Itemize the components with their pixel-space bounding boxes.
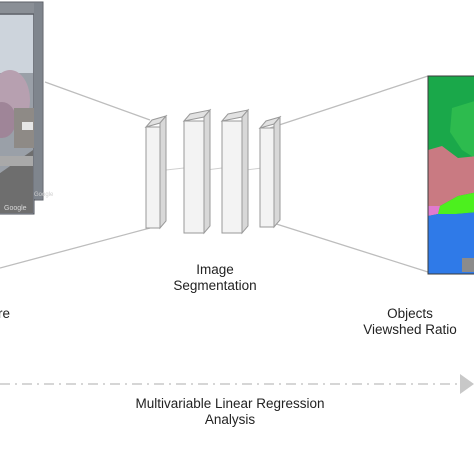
segmentation-label-line1: Image xyxy=(196,262,234,277)
regression-arrow-head xyxy=(460,374,474,394)
photo-sidewalk xyxy=(0,156,33,166)
left-cut-label: re xyxy=(0,306,11,321)
funnel-line-left-bottom xyxy=(0,227,151,269)
regression-label: Multivariable Linear Regression Analysis xyxy=(110,396,350,428)
funnel-line-right-bottom xyxy=(269,221,429,273)
photo-tree-2 xyxy=(0,102,16,138)
cnn-panel-2 xyxy=(182,108,212,235)
seg-region-building xyxy=(428,146,474,206)
segmentation-label-line2: Segmentation xyxy=(173,278,257,293)
seg-frame-outline xyxy=(427,75,474,275)
regression-label-line1: Multivariable Linear Regression xyxy=(135,396,325,411)
cnn-panel-3 xyxy=(220,108,250,235)
photo-sky xyxy=(0,15,33,73)
cnn-panel-4 xyxy=(258,115,282,229)
panel-connector-3 xyxy=(245,167,263,171)
seg-region-pink xyxy=(428,206,440,216)
seg-region-gray xyxy=(462,258,474,272)
funnel-line-left-top xyxy=(44,81,151,121)
regression-arrow xyxy=(0,374,474,394)
photo-car xyxy=(22,122,33,130)
ratio-label: Objects Viewshed Ratio xyxy=(350,306,470,338)
ratio-label-line1: Objects xyxy=(387,306,433,321)
segmentation-label: Image Segmentation xyxy=(155,262,275,294)
seg-region-mid-green xyxy=(450,101,474,158)
cnn-panels xyxy=(144,108,282,235)
cnn-panel-1 xyxy=(144,114,168,230)
segmentation-output-image xyxy=(427,75,474,275)
photo-back-strip xyxy=(34,3,42,199)
ratio-label-line2: Viewshed Ratio xyxy=(363,322,457,337)
panel-connector-1 xyxy=(165,167,185,171)
regression-label-line2: Analysis xyxy=(204,412,256,427)
photo-watermark-back: Google xyxy=(34,192,54,198)
funnel-line-right-top xyxy=(269,75,429,129)
photo-watermark-front: Google xyxy=(4,205,27,212)
seg-region-bright-green xyxy=(438,192,474,214)
input-photo-stack: Google Google xyxy=(0,1,54,215)
